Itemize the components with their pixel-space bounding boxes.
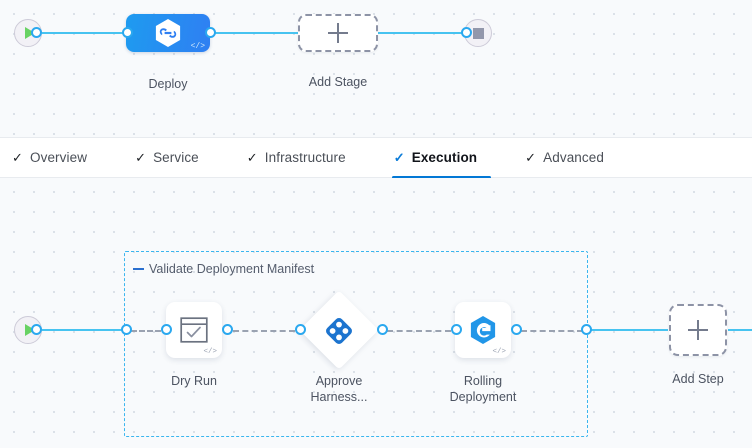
connector-rolling-to-groupend — [521, 330, 583, 332]
connector-approve-to-rolling — [387, 330, 451, 332]
connector-dot-approve-out[interactable] — [377, 324, 388, 335]
connector-dot-approve-in[interactable] — [295, 324, 306, 335]
plus-icon — [688, 320, 708, 340]
stage-node-deploy[interactable]: </> — [126, 14, 210, 52]
plus-icon — [328, 23, 348, 43]
add-step-label: Add Step — [648, 371, 748, 387]
harness-hexagon-icon — [155, 19, 181, 48]
connector-addstep-out — [728, 329, 752, 331]
connector-deploy-to-addstage — [210, 32, 300, 34]
code-badge-icon: </> — [191, 42, 205, 51]
shell-script-icon — [180, 317, 208, 343]
connector-dot-group-in[interactable] — [121, 324, 132, 335]
connector-start-to-group — [34, 329, 125, 331]
step-node-rolling-deployment-label: Rolling Deployment — [433, 373, 533, 405]
stage-config-tabs[interactable]: ✓ Overview ✓ Service ✓ Infrastructure ✓ … — [0, 137, 752, 178]
stage-graph-canvas[interactable]: </> Deploy Add Stage — [0, 0, 752, 137]
tab-advanced[interactable]: ✓ Advanced — [525, 138, 604, 178]
check-icon: ✓ — [135, 151, 146, 164]
tab-overview[interactable]: ✓ Overview — [12, 138, 87, 178]
connector-dot-rolling-out[interactable] — [511, 324, 522, 335]
tab-service[interactable]: ✓ Service — [135, 138, 199, 178]
tab-execution-label: Execution — [412, 150, 477, 165]
check-icon: ✓ — [525, 151, 536, 164]
step-group-title-label: Validate Deployment Manifest — [149, 262, 314, 276]
step-node-approve-harness-label: Approve Harness... — [289, 373, 389, 405]
add-stage-label: Add Stage — [283, 74, 393, 90]
connector-dot-deploy-out[interactable] — [205, 27, 216, 38]
step-node-dry-run[interactable]: </> — [166, 302, 222, 358]
check-icon: ✓ — [12, 151, 23, 164]
minus-icon[interactable] — [133, 268, 144, 270]
connector-dot-dryrun-in[interactable] — [161, 324, 172, 335]
tab-advanced-label: Advanced — [543, 150, 604, 165]
connector-dryrun-to-approve — [233, 330, 295, 332]
connector-start-to-deploy — [34, 32, 126, 34]
code-badge-icon: </> — [203, 348, 217, 356]
approval-diamond-icon — [324, 316, 354, 346]
connector-group-in-dashed — [131, 330, 161, 332]
connector-dot-dryrun-out[interactable] — [222, 324, 233, 335]
step-node-dry-run-label: Dry Run — [144, 373, 244, 389]
step-group-header[interactable]: Validate Deployment Manifest — [133, 262, 314, 276]
connector-dot-end[interactable] — [461, 27, 472, 38]
connector-dot-exec-start[interactable] — [31, 324, 42, 335]
tab-execution[interactable]: ✓ Execution — [394, 138, 477, 178]
check-icon: ✓ — [247, 151, 258, 164]
code-badge-icon: </> — [492, 348, 506, 356]
connector-dot-deploy-in[interactable] — [122, 27, 133, 38]
tab-infrastructure-label: Infrastructure — [265, 150, 346, 165]
connector-dot-rolling-in[interactable] — [451, 324, 462, 335]
connector-dot-group-out[interactable] — [581, 324, 592, 335]
add-stage-button[interactable] — [298, 14, 378, 52]
execution-graph-canvas[interactable]: Validate Deployment Manifest </> — [0, 178, 752, 448]
connector-group-to-addstep — [590, 329, 668, 331]
rolling-deploy-icon — [468, 315, 498, 345]
tab-service-label: Service — [153, 150, 199, 165]
stage-node-deploy-label: Deploy — [113, 76, 223, 92]
check-icon: ✓ — [394, 151, 405, 164]
connector-dot-start[interactable] — [31, 27, 42, 38]
step-node-rolling-deployment[interactable]: </> — [455, 302, 511, 358]
connector-addstage-to-end — [378, 32, 470, 34]
stop-icon — [473, 28, 484, 39]
add-step-button[interactable] — [669, 304, 727, 356]
tab-overview-label: Overview — [30, 150, 87, 165]
tab-infrastructure[interactable]: ✓ Infrastructure — [247, 138, 346, 178]
